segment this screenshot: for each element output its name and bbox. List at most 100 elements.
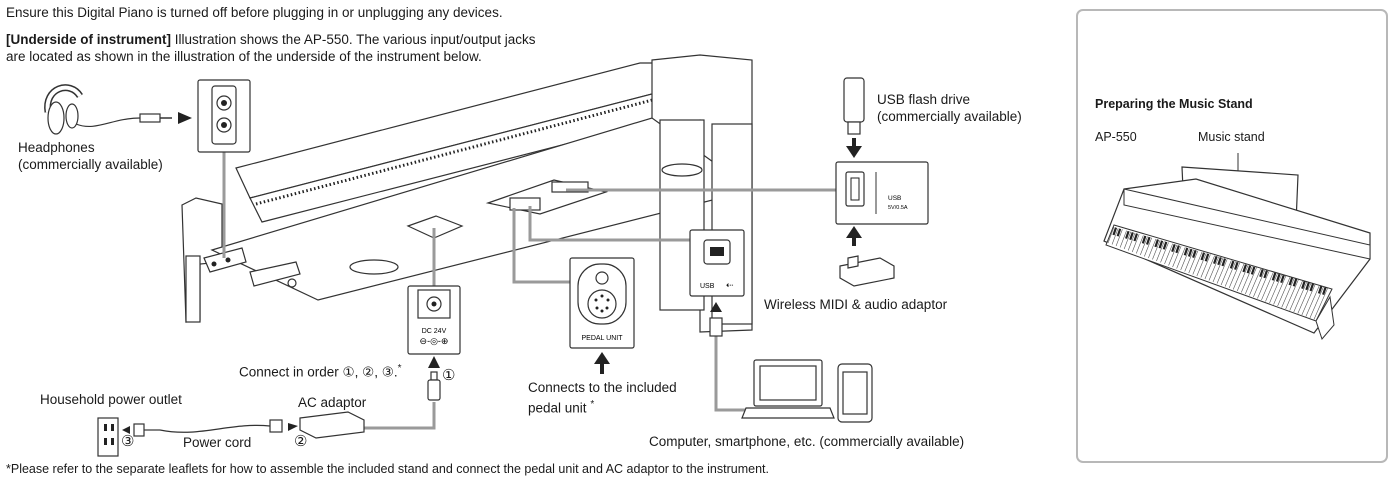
dc-jack-panel: DC 24V ⊖-◎-⊕ — [407, 285, 461, 355]
arrow-right-icon — [288, 423, 298, 431]
dc-polarity-icon: ⊖-◎-⊕ — [420, 336, 449, 346]
piano-key — [1261, 272, 1274, 301]
power-outlet-icon — [97, 417, 119, 457]
piano-black-key — [1246, 265, 1252, 274]
section-label: [Underside of instrument] — [6, 32, 172, 47]
piano-key — [1309, 286, 1324, 319]
usb-device-jack-panel: USB ⇠ — [689, 229, 745, 297]
piano-black-key — [1183, 247, 1189, 256]
usb-flash-label: USB flash drive — [877, 92, 971, 107]
panel-music-stand-label: Music stand — [1198, 130, 1265, 144]
piano-black-key — [1221, 258, 1227, 267]
pedal-sublabel-text: pedal unit — [528, 400, 587, 416]
arrow-down-icon — [846, 146, 862, 158]
piano-black-key — [1200, 252, 1206, 261]
piano-key — [1305, 285, 1320, 317]
usb-symbol-icon: ⇠ — [726, 280, 734, 290]
piano-black-key — [1204, 253, 1210, 262]
piano-key — [1123, 231, 1132, 250]
computer-label: Computer, smartphone, etc. (commercially… — [649, 434, 965, 449]
piano-key — [1301, 284, 1316, 316]
section-desc-line2: are located as shown in the illustration… — [6, 49, 482, 64]
step-3-marker: ③ — [121, 433, 135, 450]
piano-key — [1228, 262, 1241, 289]
piano-key — [1253, 269, 1266, 298]
piano-key — [1293, 281, 1308, 313]
dc-plug-icon — [427, 371, 441, 401]
piano-key — [1249, 268, 1262, 296]
piano-key — [1107, 226, 1115, 244]
connect-order-text: Connect in order ①, ②, ③. — [239, 364, 398, 380]
piano-key — [1156, 241, 1165, 262]
step-1-marker: ① — [442, 367, 456, 384]
wireless-adaptor-label: Wireless MIDI & audio adaptor — [764, 297, 948, 312]
connect-order-note: * — [397, 363, 402, 374]
piano-black-key — [1234, 261, 1239, 270]
headphones-icon — [44, 84, 172, 135]
piano-key — [1196, 253, 1207, 277]
piano-key — [1245, 267, 1257, 295]
piano-key — [1257, 270, 1270, 299]
arrow-right-icon — [178, 112, 192, 124]
wireless-adaptor-icon — [839, 255, 895, 287]
piano-black-key — [1158, 240, 1164, 249]
piano-black-key — [1133, 233, 1139, 242]
panel-model-label: AP-550 — [1095, 130, 1137, 144]
headphones-label: Headphones — [18, 140, 95, 155]
piano-black-key — [1175, 245, 1180, 254]
piano-black-key — [1309, 283, 1315, 292]
arrow-up-icon — [428, 356, 440, 368]
section-description: [Underside of instrument] Illustration s… — [6, 31, 535, 48]
connection-diagram: DC 24V ⊖-◎-⊕ PEDAL UNIT USB ⇠ USB 5V/0. — [44, 54, 929, 457]
piano-black-key — [1275, 273, 1281, 282]
music-stand-illustration — [1103, 153, 1371, 340]
usb-rating-label: 5V/0.5A — [888, 205, 908, 211]
usb-host-jack-panel: USB 5V/0.5A — [835, 161, 929, 225]
piano-key — [1135, 235, 1144, 254]
piano-key — [1212, 257, 1224, 283]
piano-black-key — [1288, 277, 1294, 286]
piano-black-key — [1145, 236, 1151, 245]
smartphone-icon — [837, 363, 873, 423]
piano-key — [1200, 254, 1211, 278]
arrow-up-icon — [594, 352, 610, 364]
piano-black-key — [1217, 257, 1222, 266]
piano-black-key — [1301, 280, 1306, 290]
piano-black-key — [1171, 243, 1176, 253]
piano-key — [1232, 263, 1245, 290]
piano-black-key — [1259, 268, 1264, 278]
piano-black-key — [1162, 241, 1168, 250]
pedal-sublabel: pedal unit * — [528, 396, 594, 417]
piano-black-key — [1154, 239, 1159, 248]
piano-key — [1265, 273, 1278, 302]
piano-black-key — [1271, 272, 1277, 281]
pedal-label: Connects to the included — [528, 380, 677, 395]
piano-key — [1220, 260, 1232, 286]
headphones-sublabel: (commercially available) — [18, 157, 163, 172]
piano-illustration — [181, 54, 754, 333]
power-plug-icon — [133, 419, 283, 437]
piano-key — [1140, 236, 1148, 256]
piano-key — [1236, 265, 1249, 292]
usb-label: USB — [700, 283, 715, 290]
music-stand-panel: Preparing the Music Stand AP-550 Music s… — [1076, 9, 1388, 463]
piano-key — [1176, 247, 1186, 269]
laptop-icon — [741, 359, 835, 419]
pedal-note: * — [590, 399, 595, 410]
pedal-unit-label: PEDAL UNIT — [582, 335, 624, 342]
piano-black-key — [1280, 274, 1285, 284]
piano-key — [1204, 255, 1215, 280]
piano-black-key — [1129, 232, 1134, 241]
piano-black-key — [1187, 248, 1193, 257]
piano-key — [1192, 251, 1203, 275]
piano-black-key — [1229, 260, 1235, 269]
piano-key — [1216, 259, 1228, 284]
usb-plug-icon — [709, 317, 723, 337]
ac-adaptor-label: AC adaptor — [298, 395, 367, 410]
ac-adaptor-icon — [299, 411, 365, 439]
arrow-up-icon — [710, 302, 722, 312]
piano-black-key — [1250, 266, 1256, 275]
piano-key — [1148, 238, 1157, 259]
piano-key — [1273, 275, 1287, 305]
piano-key — [1240, 266, 1253, 293]
